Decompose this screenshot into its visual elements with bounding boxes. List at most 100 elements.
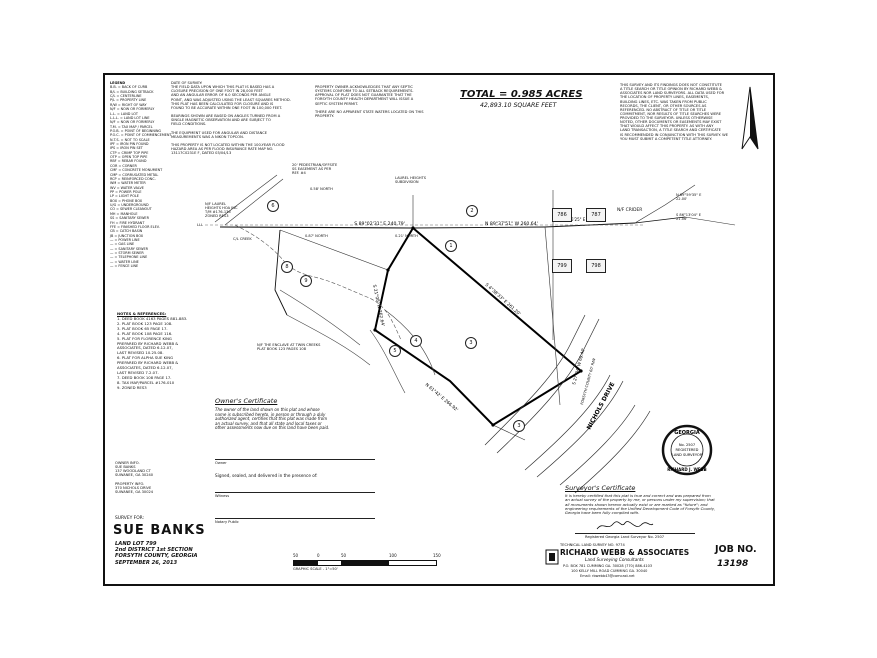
survey-for-label: SURVEY FOR: — [115, 516, 145, 521]
svg-text:REGISTERED: REGISTERED — [676, 448, 699, 452]
scale-tick-label: 50 — [293, 553, 299, 558]
reference-item: 1. DEED BOOK 4163 PAGES 881-883. — [117, 315, 188, 321]
survey-note-line: FIELD CONDITIONS. — [171, 122, 207, 127]
surveyor-registration: Registered Georgia Land Surveyor No. 250… — [585, 535, 665, 539]
legend-item: COR = CORNER — [110, 163, 137, 168]
surveyor-cert-line: It is hereby certified that this plat is… — [565, 493, 711, 498]
legend-item: FH = FIRE HYDRANT — [110, 220, 145, 225]
nf-enclave-label: N/F THE ENCLAVE AT TWIN CREEKS PLAT BOOK… — [257, 343, 321, 352]
legend-item: WM = WATER METER — [110, 181, 146, 186]
firm-subtitle: Land Surveying Consultants — [585, 557, 644, 562]
reference-item: 2. PLAT BOOK 123 PAGE 108. — [117, 320, 173, 326]
survey-location-line: LAND LOT 799 — [115, 541, 157, 547]
survey-note-line: THE EQUIPMENT USED FOR ANGULAR AND DISTA… — [171, 130, 268, 135]
job-number: 13198 — [717, 559, 749, 569]
legend-item: CB = CATCH BASIN — [110, 229, 143, 234]
forsyth-county-rw: FORSYTH COUNTY 60' R/W — [580, 357, 596, 405]
disclaimer-line: ASSOCIATES NOR LAND SURVEYORS. ALL DATA … — [620, 91, 725, 96]
legend-item: CMP = CORRUGATED METAL — [110, 172, 159, 177]
offset-2: 0.21' NORTH — [395, 234, 418, 238]
disclaimer-line: THIS SURVEY AND ITS FINDINGS DOES NOT CO… — [620, 83, 722, 87]
owner-signature-line — [215, 459, 375, 460]
total-sqft: 42,893.10 SQUARE FEET — [480, 102, 557, 109]
reference-item: LAST REVISED 10.25.08. — [117, 350, 164, 356]
surveyor-cert-line: all monuments shown hereon actually exis… — [565, 501, 708, 507]
disclaimer-line: NOTED, OTHER DOCUMENTS OR EASEMENTS MAY … — [620, 120, 722, 125]
reference-item: 3. PLAT BOOK 65 PAGE 17. — [117, 325, 168, 331]
reference-item: ASSOCIATES, DATED 6.12.07, — [117, 345, 173, 351]
scale-tick-label: 150 — [433, 553, 441, 558]
reference-item: 8. TAX MAP/PARCEL #176-010 — [117, 379, 175, 385]
legend-item: RCP = REINFORCED CONC. — [110, 176, 156, 181]
references-header: NOTES & REFERENCES: — [117, 311, 167, 316]
north-arrow-icon — [741, 86, 759, 150]
owner-info-line: OWNER INFO. — [115, 461, 140, 465]
bearing-road: S 27°04' W 69.42' — [571, 347, 586, 385]
laurel-heights-label: LAUREL HEIGHTS SUBDIVISION — [395, 176, 427, 185]
owners-cert-line: other assessments now due on this land h… — [215, 425, 330, 431]
legend-item: — = TELEPHONE LINE — [110, 255, 148, 260]
svg-text:RICHARD J. WEBB: RICHARD J. WEBB — [667, 467, 706, 472]
ref-circle-8: 8 — [281, 261, 293, 273]
nf-crider-label: N/F CRIDER — [617, 208, 643, 213]
surveyor-cert-line: Georgia have been fully complied with. — [565, 510, 640, 516]
ref-circle-1: 1 — [445, 240, 457, 252]
owner-info-line: 370 NICHOLS DRIVE — [115, 485, 152, 490]
survey-note-line: CLOSURE PRECISION OF ONE FOOT IN 28,000 … — [171, 89, 263, 94]
ref-circle-9: 9 — [300, 275, 312, 287]
surveyor-cert-line: engineering requirements of the Unified … — [565, 506, 716, 512]
surveyor-cert-line: an actual survey of the property by me, … — [565, 497, 715, 503]
survey-location-line: FORSYTH COUNTY, GEORGIA — [115, 553, 198, 560]
scale-tick-label: 100 — [389, 553, 397, 558]
disclaimer-line: A TITLE SEARCH OR TITLE OPINION BY RICHA… — [620, 87, 722, 92]
legend-item: — = WATER LINE — [110, 259, 139, 264]
bearing-east: S 4°38'33" E 261.20' — [484, 282, 522, 317]
legend-item: C/L = CENTERLINE — [110, 94, 142, 99]
scale-tick-label: 50 — [341, 553, 347, 558]
legend-item: L.L. = LAND LOT — [110, 111, 138, 116]
legend-item: P/L = PROPERTY LINE — [110, 98, 147, 103]
survey-note-line: MEASUREMENTS WAS A NIKON TOPCON. — [171, 134, 244, 139]
owners-cert-body: The owner of the land shown on this plat… — [215, 407, 330, 431]
reference-item: 4. PLAT BOOK 108 PAGE 116. — [117, 330, 173, 336]
survey-note-line: POINT, AND WAS ADJUSTED USING THE LEAST … — [171, 97, 291, 102]
reference-item: 9. ZONED RES3 — [117, 384, 147, 390]
disclaimer-line: YOU MUST SUBMIT A COMPETENT TITLE ATTORN… — [620, 136, 713, 141]
ref-circle-3: 3 — [465, 337, 477, 349]
legend-item: — = FENCE LINE — [110, 264, 139, 269]
ref-circle-6: 6 — [267, 200, 279, 212]
land-lot-798: 798 — [586, 259, 606, 273]
owner-info-line: SUWANEE, GA 30240 — [115, 473, 154, 478]
septic-notes: PROPERTY OWNER ACKNOWLEDGES THAT ANY SEP… — [315, 85, 424, 118]
bearing-south: N 61°42' E 266.92' — [424, 382, 460, 413]
owners-cert-title: Owner's Certificate — [215, 397, 278, 405]
notary-signature-line — [215, 518, 375, 519]
firm-license: TECHNICAL LAND SURVEY NO. 9774 — [560, 543, 625, 547]
legend-item: MH = MANHOLE — [110, 211, 138, 216]
legend-item: SS = SANITARY SEWER — [110, 216, 149, 221]
legend-header: LEGEND — [110, 81, 126, 85]
ref-circle-4: 4 — [410, 335, 422, 347]
surveyor-cert-body: It is hereby certified that this plat is… — [565, 493, 716, 516]
septic-note-line: THERE ARE NO APPARENT STATE WATERS LOCAT… — [315, 109, 424, 114]
owners-cert-line: authorized agent, certifies that this pl… — [215, 416, 328, 422]
disclaimer: THIS SURVEY AND ITS FINDINGS DOES NOT CO… — [620, 83, 728, 141]
firm-email: Email: rbwebb43@comcast.net — [580, 574, 635, 578]
surveyor-signature-line — [575, 533, 695, 534]
survey-note-line: 13117C0231E F, DATED 03/04/13 — [171, 151, 232, 156]
ref-circle-5: 5 — [389, 345, 401, 357]
septic-note-line: SYSTEMS CONFORM TO ALL SETBACK REQUIREME… — [315, 89, 414, 94]
septic-note-line: FORSYTH COUNTY HEALTH DEPARTMENT WILL IS… — [315, 97, 414, 102]
legend-item: N/F = NOW OR FORMERLY — [110, 107, 155, 112]
reference-item: PREPARED BY RICHARD WEBB & — [117, 360, 179, 366]
firm-address-1: P.O. BOX 781 CUMMING GA. 30028 (770) 886… — [563, 564, 653, 568]
survey-location-line: SEPTEMBER 26, 2013 — [115, 559, 178, 566]
owner-info-line: PROPERTY INFO. — [115, 481, 145, 486]
disclaimer-line: THAT WOULD AFFECT THIS PROPERTY. AS WITH… — [620, 124, 714, 129]
legend-item: B/L = BUILDING SETBACK — [110, 89, 154, 94]
legend-item: B.B. = BACK OF CURB — [110, 85, 148, 90]
disclaimer-line: REFERENCED. NO ABSTRACT OF TITLE OR TITL… — [620, 107, 707, 112]
offset-1: 0.87' NORTH — [305, 234, 328, 238]
svg-text:GEORGIA: GEORGIA — [674, 430, 700, 436]
disclaimer-line: RECORDS, THE CLIENT, OR OTHER SOURCES AS — [620, 103, 707, 108]
